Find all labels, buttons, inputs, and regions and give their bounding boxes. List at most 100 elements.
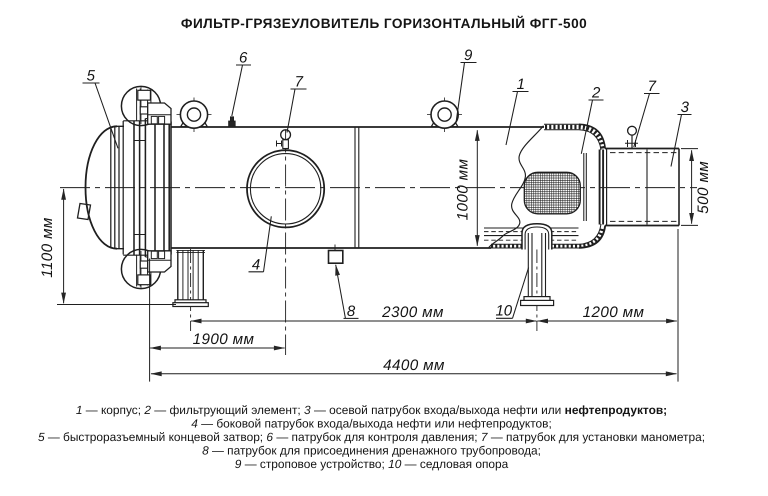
legend-item-number: 5 [38,430,45,444]
clamp-block-bottom [139,260,149,269]
pressure-control-nozzle [228,116,236,128]
clamp-nut-bottom [137,274,152,286]
dim-1200-label: 1200 мм [583,304,645,321]
legend-item-number: 8 [202,444,209,458]
gauge-right-head [626,125,638,136]
callout-6: 6 [239,50,248,67]
legend: 1 — корпус; 2 — фильтрующий элемент; 3 —… [38,403,705,471]
legend-item-number: 2 [143,403,151,417]
saddle-cradle-inner [524,226,550,250]
reducer-top-outer [578,123,606,149]
clamp-bolt-lines-top [136,88,152,121]
legend-item-text: — осевой патрубок входа/выхода нефти или [311,403,565,417]
legend-line-3: 5 — быстроразъемный концевой затвор; 6 —… [38,430,705,444]
side-nozzle-bore [249,153,322,225]
callout-1: 1 [517,76,525,93]
filter-end-plate [583,153,587,221]
drain-stub [327,249,344,264]
clamp-pad-top-1 [150,115,158,125]
clamp-pad-bottom-1 [150,250,158,260]
left-support-inner-legs [182,250,199,300]
callout-4: 4 [252,256,260,273]
callout-7-right: 7 [648,78,657,95]
cut-wall-band-bottom [491,226,605,249]
leader-8 [335,264,346,319]
body-weld-seam [354,127,360,248]
left-support-outer-legs [177,250,204,300]
filter-mesh [523,171,581,215]
legend-item-text: — патрубок для присоединения дренажного … [209,444,541,458]
swing-bolt-clamp-bottom [120,248,172,290]
leader-3 [670,113,692,167]
callout-3: 3 [681,99,690,116]
sling-lug-right [427,97,462,132]
callout-7-left: 7 [295,74,304,91]
end-closure-assembly [76,85,172,290]
cut-wall-band-top [545,124,605,149]
callout-8: 8 [347,303,356,320]
legend-item-number: 10 [388,457,402,471]
leader-6 [231,64,251,117]
dim-1000-label: 1000 мм [455,159,472,221]
saddle-cradle-outer [521,223,553,250]
clamp-block-top [139,106,149,115]
clamp-nut-top [137,89,152,101]
gauge-left-body [282,139,289,150]
legend-item-number: 6 [266,430,273,444]
callout-2: 2 [591,85,601,102]
clamp-housing-top [147,102,172,125]
dim-4400-label: 4400 мм [383,357,445,374]
legend-item-number: 9 [235,457,242,471]
leader-7-left [286,88,307,133]
clamp-pad-top-2 [158,115,166,125]
broken-out-section [484,125,581,248]
reducer-top-inner [578,129,602,151]
side-nozzle-flange [246,149,326,229]
clamp-bolt-lines-bottom [136,254,152,287]
drawing-title: ФИЛЬТР-ГРЯЗЕУЛОВИТЕЛЬ ГОРИЗОНТАЛЬНЫЙ ФГГ… [181,15,587,31]
dim-500-label: 500 мм [695,161,712,214]
head-side-bracket [76,202,92,221]
callout-5: 5 [87,68,96,85]
clamp-pad-bottom-2 [158,250,166,260]
left-support-base-lower [172,302,209,308]
reducer-bottom-outer [578,225,607,249]
leader-7-right [633,92,660,148]
axial-nozzle-bore-lines [610,152,678,222]
legend-item-text: — корпус; [82,403,144,417]
legend-item-text: — патрубок для контроля давления; [273,430,481,444]
leader-2 [580,99,604,154]
drain-nozzle [327,249,344,264]
nozzle-joint-lines [598,149,605,225]
legend-item-text: — фильтрующий элемент; [151,403,304,417]
dim-1100-label: 1100 мм [39,217,56,278]
leader-5 [82,82,119,149]
legend-line-2: 4 — боковой патрубок входа/выхода нефти … [191,417,552,431]
legend-item-number: 3 [304,403,311,417]
dimension-lines [57,129,698,382]
saddle-post-lines [527,233,547,297]
swing-bolt-clamp-top [120,85,172,127]
lug-left-hole [186,107,202,122]
callout-leaders [82,61,692,319]
legend-item-text: — строповое устройство; [241,457,388,471]
legend-item-text: — седловая опора [401,457,508,471]
legend-line-5: 9 — строповое устройство; 10 — седловая … [235,457,509,471]
callout-10: 10 [495,303,512,320]
legend-item-number: 1 [76,403,83,417]
leader-4 [248,216,272,273]
legend-item-text-bold: нефтепродуктов; [565,403,668,417]
nozzle-extension-lines [681,148,698,226]
sling-lug-left [176,97,212,132]
leader-1 [505,90,529,146]
legend-item-number: 4 [191,417,198,431]
lug-left-ring [179,100,209,130]
legend-item-text: — быстроразъемный концевой затвор; [45,430,267,444]
axial-nozzle-walls [605,147,679,227]
lug-right-hole [437,107,452,122]
legend-line-4: 8 — патрубок для присоединения дренажног… [202,444,541,458]
legend-item-text: — боковой патрубок входа/выхода нефти ил… [198,417,552,431]
dim-1900-label: 1900 мм [193,331,255,348]
saddle-support-right [519,223,555,307]
